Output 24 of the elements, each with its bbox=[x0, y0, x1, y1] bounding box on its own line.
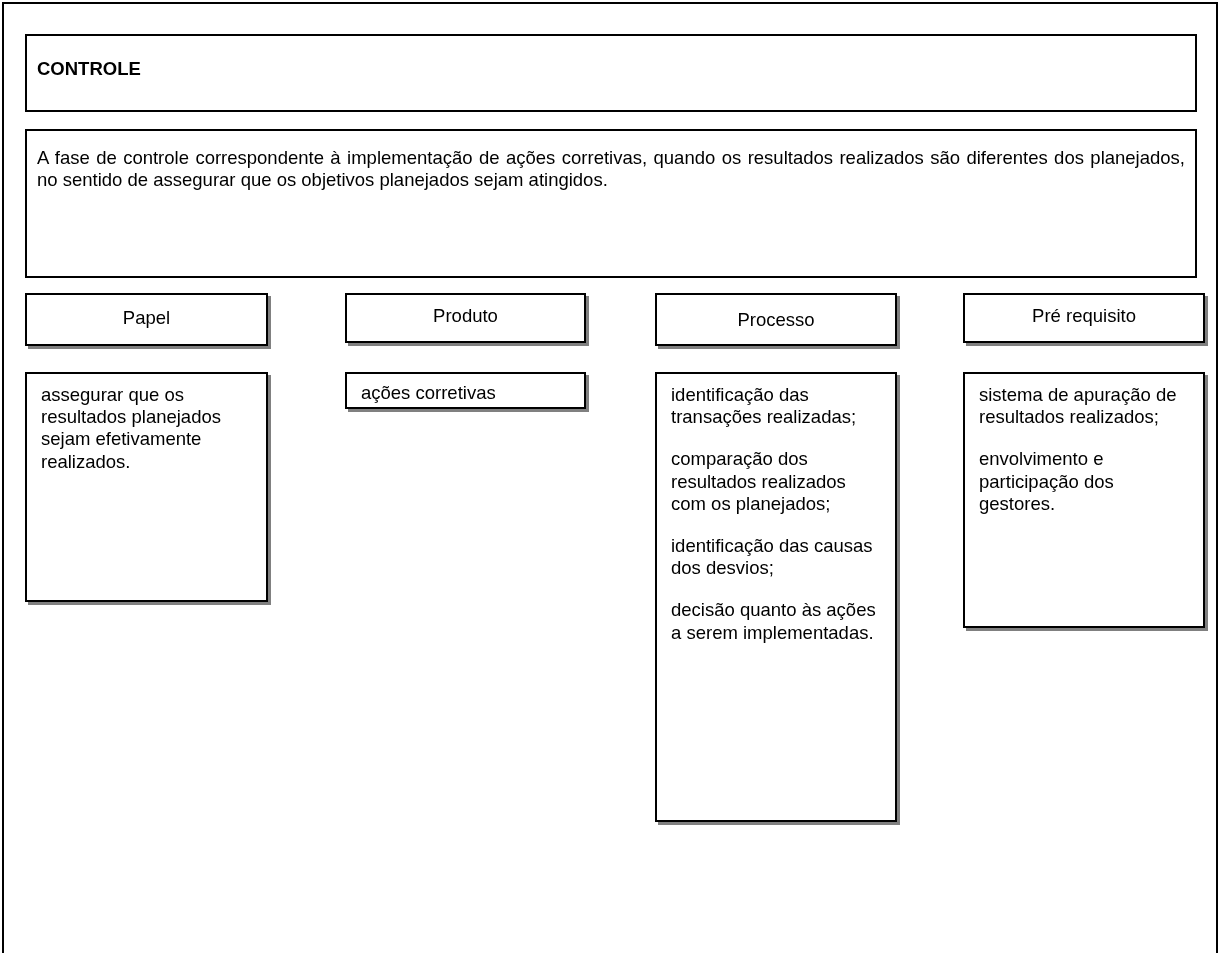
category-box bbox=[345, 293, 586, 343]
category-box bbox=[963, 293, 1205, 343]
content-text: decisão quanto às ações a serem implementadas. bbox=[671, 599, 877, 644]
category-label: Pré requisito bbox=[1031, 305, 1137, 328]
category-label: Produto bbox=[432, 305, 499, 328]
heading-box bbox=[25, 34, 1197, 112]
content-text: comparação dos resultados realizados com os planejados; bbox=[671, 448, 847, 515]
content-box bbox=[25, 372, 268, 602]
content-text: envolvimento e participação dos gestores. bbox=[979, 448, 1115, 515]
content-text: ações corretivas bbox=[361, 382, 497, 405]
content-box bbox=[963, 372, 1205, 628]
category-label: Papel bbox=[121, 307, 172, 330]
content-text: sistema de apuração de resultados realizados; bbox=[979, 384, 1178, 429]
category-box bbox=[655, 293, 897, 346]
content-box bbox=[655, 372, 897, 822]
category-label: Processo bbox=[736, 309, 816, 332]
heading-text: CONTROLE bbox=[37, 58, 142, 81]
description-text: A fase de controle correspondente à implementação de ações corretivas, quando os resultados realizados são diferentes dos planejados, no sentido de assegurar que os objetivos planejados sejam atingidos. bbox=[37, 147, 1185, 192]
content-box bbox=[345, 372, 586, 409]
content-text: identificação das transações realizadas; bbox=[671, 384, 858, 429]
category-box bbox=[25, 293, 268, 346]
content-text: assegurar que os resultados planejados sejam efetivamente realizados. bbox=[41, 384, 222, 473]
content-text: identificação das causas dos desvios; bbox=[671, 534, 874, 580]
description-box bbox=[25, 129, 1197, 278]
